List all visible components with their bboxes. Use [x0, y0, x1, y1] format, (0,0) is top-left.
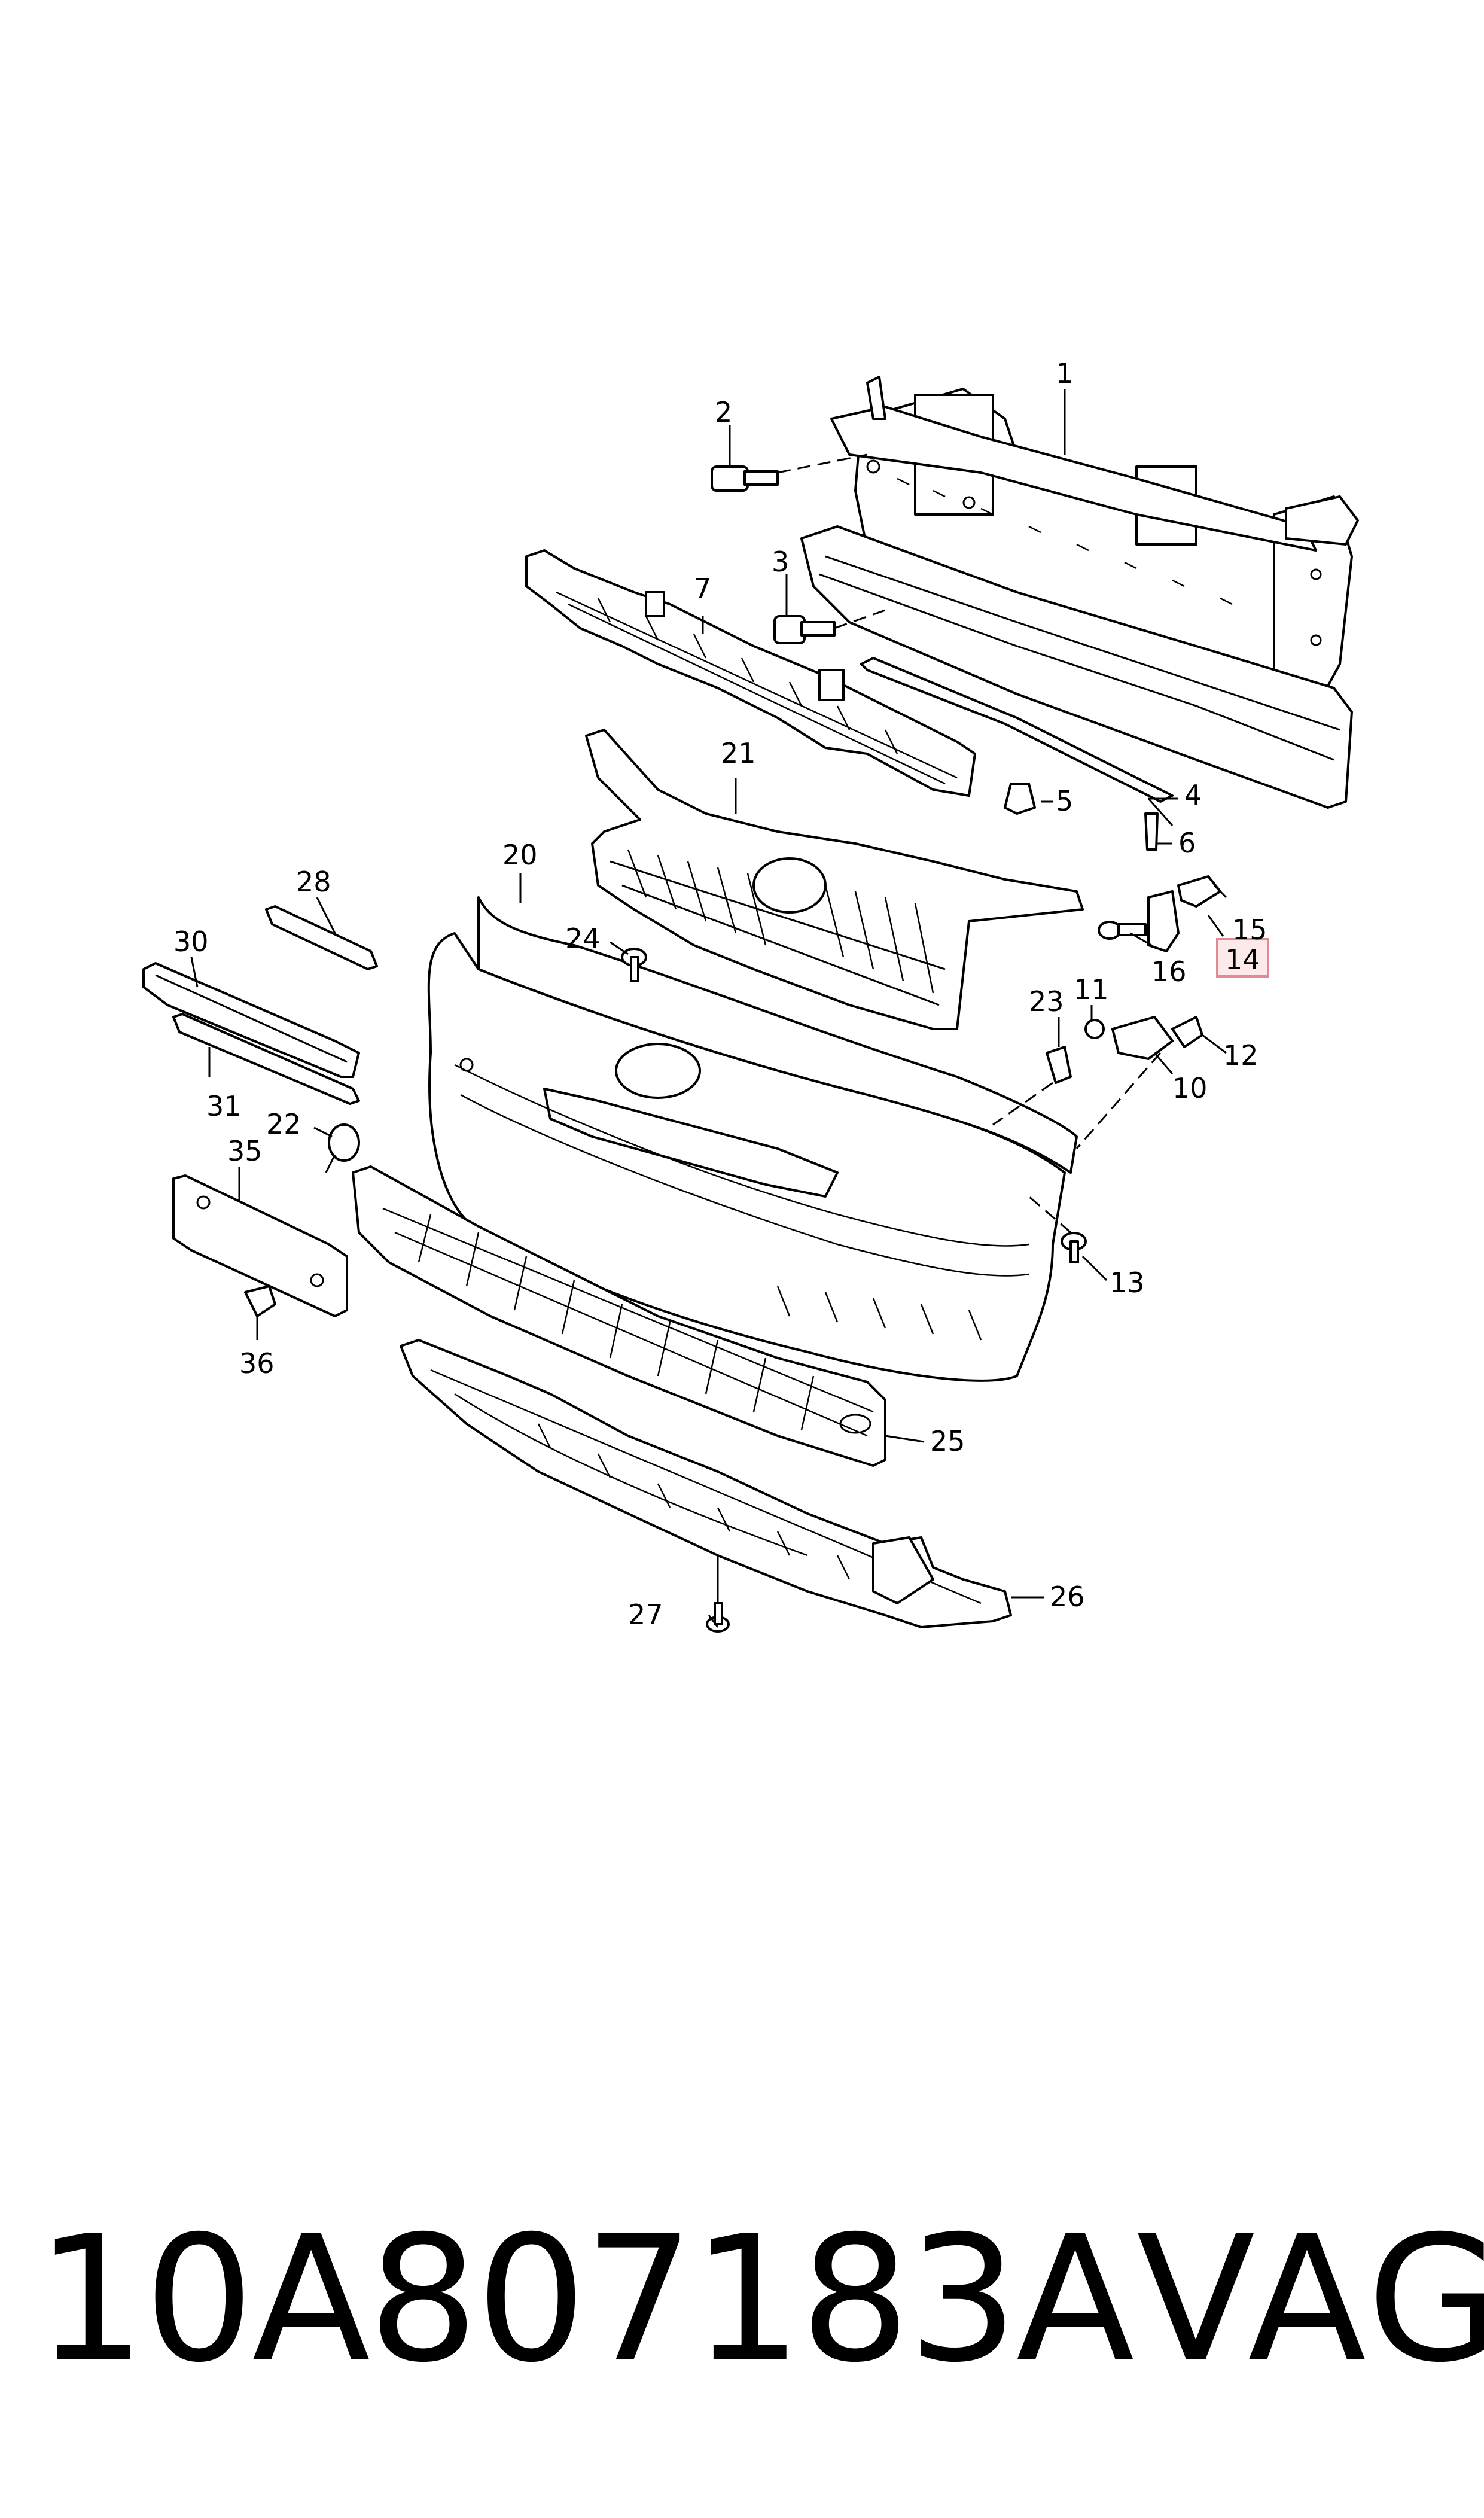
- fastener-13-screw: [1061, 1232, 1087, 1263]
- callout-36: 36: [239, 1347, 275, 1380]
- part-number-caption: 10A807183A: [36, 2199, 1135, 2401]
- callout-14: 14: [1225, 943, 1260, 976]
- callout-11: 11: [1074, 973, 1109, 1006]
- callout-16: 16: [1151, 955, 1187, 988]
- part-10-bracket: [1111, 1016, 1174, 1060]
- callout-26: 26: [1050, 1581, 1085, 1613]
- callout-21: 21: [721, 737, 756, 769]
- callout-5: 5: [1056, 785, 1073, 817]
- callout-10: 10: [1172, 1072, 1208, 1104]
- part-15-clip: [1177, 875, 1221, 908]
- part-7-support-bracket: [525, 549, 976, 797]
- callout-7: 7: [694, 573, 711, 605]
- part-30-grille-trim: [142, 962, 360, 1078]
- callout-31: 31: [206, 1090, 242, 1122]
- callout-4: 4: [1184, 779, 1202, 811]
- fastener-24-screw: [621, 948, 647, 982]
- fastener-11-nut: [1084, 1019, 1105, 1039]
- part-21-grille-frame: [585, 729, 1084, 1030]
- part-1-front-carrier: [800, 376, 1359, 809]
- leader-lines: [190, 389, 1227, 1628]
- part-26-lower-deflector: [400, 1339, 1012, 1628]
- part-14-bracket: [1147, 890, 1180, 952]
- callout-14-highlight: [1216, 938, 1269, 978]
- fastener-2-bolt: [711, 465, 779, 492]
- callout-25: 25: [930, 1425, 965, 1457]
- part-28-trim-strip: [265, 905, 378, 970]
- callout-6: 6: [1178, 827, 1196, 859]
- callout-24: 24: [565, 922, 601, 955]
- fastener-6-rivet: [1144, 812, 1159, 851]
- callout-23: 23: [1029, 985, 1064, 1018]
- callout-20: 20: [502, 839, 538, 871]
- callout-27: 27: [628, 1599, 663, 1631]
- callout-2: 2: [715, 396, 732, 428]
- part-20-bumper-cover: [427, 896, 1078, 1382]
- callout-15: 15: [1232, 914, 1267, 946]
- callout-1: 1: [1056, 357, 1073, 389]
- part-12-clip: [1171, 1016, 1203, 1048]
- fastener-5-clip: [1004, 783, 1036, 815]
- fastener-22-bracket: [325, 1123, 360, 1173]
- callout-12: 12: [1223, 1039, 1258, 1071]
- part-35-plate-holder: [172, 1174, 348, 1317]
- callout-3: 3: [772, 546, 789, 578]
- fastener-16-screw: [1098, 921, 1147, 940]
- fastener-36-clip: [244, 1285, 276, 1317]
- brand-caption: VAG: [1136, 2199, 1484, 2401]
- fastener-3-bolt: [773, 615, 836, 644]
- part-23-clip: [1046, 1046, 1072, 1084]
- callout-labels: 1 2 3 4 5 6 7 10 11 12 13 14 15 16 20 21…: [173, 357, 1269, 1631]
- callout-30: 30: [173, 925, 209, 958]
- callout-35: 35: [227, 1135, 263, 1167]
- part-31-lower-trim: [172, 1013, 360, 1105]
- callout-13: 13: [1110, 1266, 1145, 1299]
- part-25-lower-grille: [352, 1165, 886, 1467]
- callout-28: 28: [296, 866, 331, 898]
- callout-22: 22: [266, 1108, 301, 1140]
